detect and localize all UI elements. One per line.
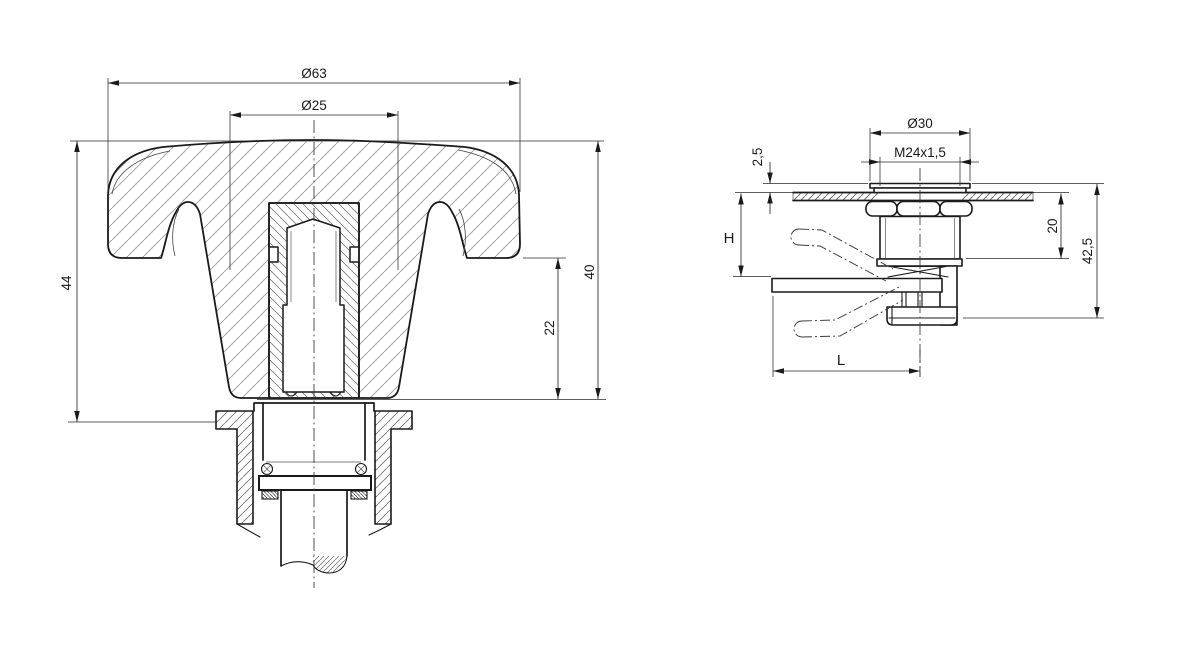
dim-20-label: 20 xyxy=(1045,218,1060,233)
bushing-flange-right xyxy=(374,410,413,525)
dim-40: 40 xyxy=(257,141,606,400)
bushing-collar xyxy=(253,402,375,412)
washer xyxy=(258,475,372,491)
knob-contour-right xyxy=(457,149,517,195)
dim-22: 22 xyxy=(523,257,566,399)
dim-d30-label: Ø30 xyxy=(907,116,933,131)
retaining-ring-left xyxy=(261,490,279,500)
phantom-arm-lower xyxy=(793,286,904,338)
dim-d25-label: Ø25 xyxy=(301,98,327,113)
side-view: Ø30 M24x1,5 2,5 H 20 xyxy=(724,116,1104,377)
dim-2-5-label: 2,5 xyxy=(750,148,765,167)
cam-lever-arm xyxy=(771,277,943,293)
shaft-break-line xyxy=(280,561,314,567)
insert-sleeve-section xyxy=(268,202,360,399)
bushing-break-right xyxy=(368,523,392,536)
front-section-view: Ø63 Ø25 44 40 22 xyxy=(59,66,606,588)
dim-d30: Ø30 xyxy=(869,116,971,181)
screw-runout-left xyxy=(285,391,298,397)
hex-nut xyxy=(865,200,973,217)
shaft-break-section xyxy=(313,556,347,573)
dim-2-5: 2,5 xyxy=(750,148,868,214)
knob-contour-left xyxy=(111,150,171,195)
dim-L: L xyxy=(772,296,921,377)
oring-right xyxy=(354,462,368,476)
dim-42-5: 42,5 xyxy=(963,183,1104,319)
recess-fillet-right xyxy=(458,208,466,257)
cam-clamp xyxy=(886,265,958,326)
screw-runout-right xyxy=(329,391,342,397)
dim-thread: M24x1,5 xyxy=(861,145,979,186)
dim-H: H xyxy=(724,193,771,277)
dim-22-label: 22 xyxy=(542,320,557,335)
dim-H-label: H xyxy=(724,230,735,247)
dim-44: 44 xyxy=(59,141,216,423)
bushing-flange-left xyxy=(215,410,254,525)
dim-d63-label: Ø63 xyxy=(301,66,327,81)
dim-d63: Ø63 xyxy=(107,66,521,192)
dim-L-label: L xyxy=(837,352,845,369)
dim-44-label: 44 xyxy=(59,275,74,291)
shaft xyxy=(280,489,348,574)
spring xyxy=(887,265,949,278)
dim-d25: Ø25 xyxy=(229,98,399,270)
dim-40-label: 40 xyxy=(582,264,597,279)
dim-42-5-label: 42,5 xyxy=(1080,238,1095,264)
dim-20: 20 xyxy=(966,193,1069,259)
bushing-break-left xyxy=(236,523,261,538)
retaining-ring-right xyxy=(350,490,368,500)
mounting-panel xyxy=(735,191,1069,202)
dim-thread-label: M24x1,5 xyxy=(894,145,946,160)
collar xyxy=(876,258,963,267)
phantom-arm-upper xyxy=(790,228,894,282)
oring-left xyxy=(260,462,274,476)
recess-fillet-left xyxy=(172,208,180,257)
